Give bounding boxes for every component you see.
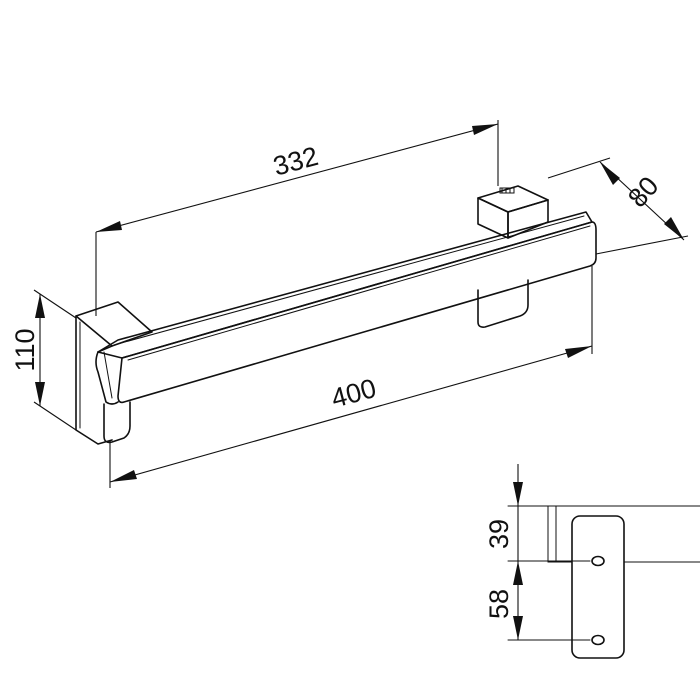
right-wall-mount	[477, 185, 549, 328]
dimension-label-80: 80	[622, 171, 664, 213]
dimension-label-39: 39	[484, 519, 514, 549]
bar-top-face	[97, 211, 593, 359]
mounting-plate	[571, 515, 625, 659]
bar-front-face	[117, 221, 597, 404]
left-wall-mount	[75, 301, 153, 445]
dimension-label-332: 332	[270, 141, 321, 182]
dimension-332: 332	[95, 120, 499, 316]
dimension-58: 58	[484, 561, 523, 640]
screw-hole-lower	[591, 634, 605, 646]
dimension-label-110: 110	[10, 328, 40, 371]
dimension-label-400: 400	[328, 373, 379, 414]
screw-hole-upper	[591, 555, 605, 567]
dimension-label-58: 58	[484, 589, 514, 619]
dimension-80: 80	[547, 157, 689, 255]
dimension-110: 110	[10, 289, 77, 431]
mounting-plate-detail-view	[507, 505, 700, 659]
dimension-400: 400	[109, 266, 593, 488]
grab-bar-isometric-view	[75, 185, 597, 445]
dimension-39: 39	[484, 464, 523, 561]
